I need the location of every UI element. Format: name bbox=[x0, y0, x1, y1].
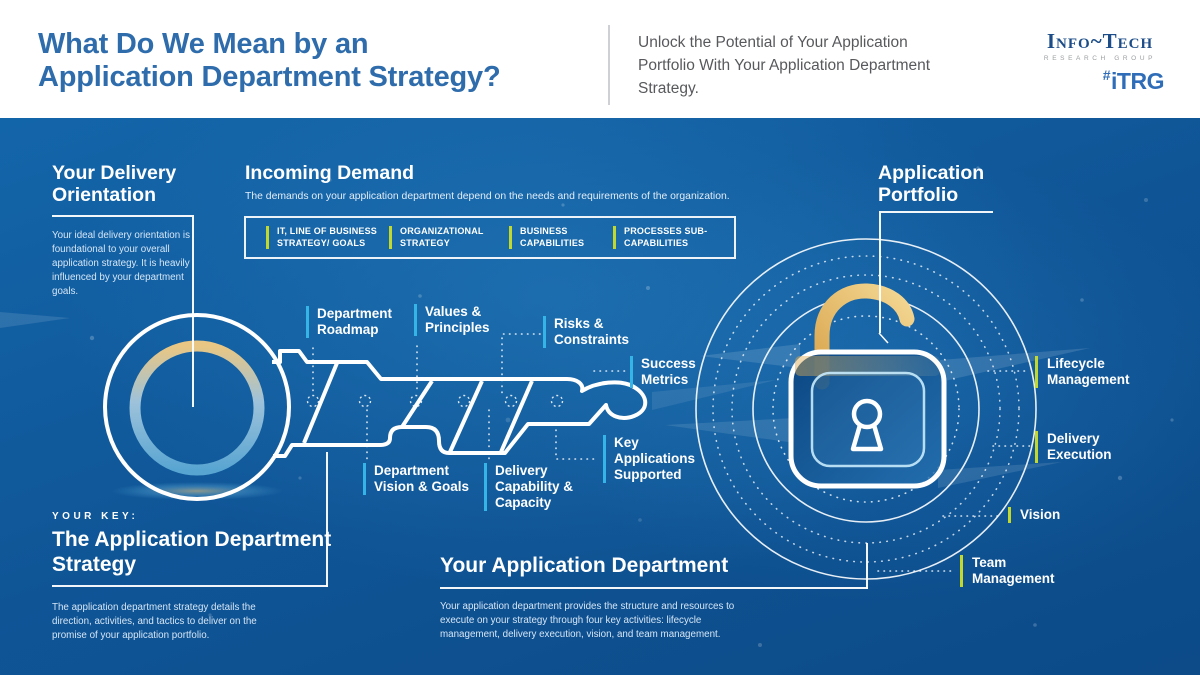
header-divider bbox=[608, 25, 610, 105]
key-label-connectors bbox=[312, 333, 627, 460]
label-delivery-execution: Delivery Execution bbox=[1035, 431, 1125, 463]
incoming-demand-box: IT, LINE OF BUSINESS STRATEGY/ GOALS ORG… bbox=[244, 216, 736, 259]
label-lifecycle-management: Lifecycle Management bbox=[1035, 356, 1135, 388]
label-key-applications-supported: Key Applications Supported bbox=[603, 435, 708, 483]
delivery-orientation-body: Your ideal delivery orientation is found… bbox=[52, 230, 190, 297]
key-node-markers bbox=[306, 394, 564, 408]
delivery-orientation-title: Your Delivery Orientation bbox=[52, 162, 177, 206]
application-department-body: Your application department provides the… bbox=[440, 601, 735, 640]
demand-item-organizational-strategy: ORGANIZATIONAL STRATEGY bbox=[389, 226, 494, 250]
padlock-illustration bbox=[695, 238, 1037, 580]
application-department-title: Your Application Department bbox=[440, 554, 729, 577]
application-department-underline bbox=[440, 587, 868, 589]
application-portfolio-connector bbox=[879, 211, 993, 333]
label-delivery-capability-capacity: Delivery Capability & Capacity bbox=[484, 463, 576, 511]
company-logo: Info~Tech RESEARCH GROUP #iTRG bbox=[1032, 29, 1168, 95]
page-title: What Do We Mean by an Application Depart… bbox=[38, 28, 501, 94]
padlock-gold-band bbox=[795, 356, 940, 376]
demand-item-it-strategy: IT, LINE OF BUSINESS STRATEGY/ GOALS bbox=[266, 226, 396, 250]
header: What Do We Mean by an Application Depart… bbox=[0, 0, 1200, 118]
page-subtitle: Unlock the Potential of Your Application… bbox=[638, 34, 931, 97]
logo-tagline: RESEARCH GROUP bbox=[1043, 55, 1157, 62]
portfolio-pointer-tick bbox=[878, 332, 889, 344]
label-success-metrics: Success Metrics bbox=[630, 356, 710, 388]
label-department-vision-goals: Department Vision & Goals bbox=[363, 463, 488, 495]
key-inner-ring bbox=[129, 340, 265, 476]
key-illustration bbox=[103, 313, 648, 501]
light-beams bbox=[0, 312, 1090, 488]
incoming-demand-subtitle: The demands on your application departme… bbox=[245, 191, 730, 202]
sparkle-dots bbox=[89, 166, 1174, 647]
key-strategy-connector bbox=[326, 452, 328, 587]
key-bow-circle bbox=[103, 313, 291, 501]
label-department-roadmap: Department Roadmap bbox=[306, 306, 411, 338]
padlock-inner-frame bbox=[810, 371, 926, 468]
application-department-connector bbox=[866, 543, 868, 589]
logo-badge: #iTRG bbox=[1102, 67, 1165, 94]
demand-item-business-capabilities: BUSINESS CAPABILITIES bbox=[509, 226, 599, 250]
application-portfolio-title: Application Portfolio bbox=[878, 162, 985, 206]
activity-connectors bbox=[877, 370, 1031, 572]
label-values-principles: Values & Principles bbox=[414, 304, 514, 336]
label-team-management: Team Management bbox=[960, 555, 1065, 587]
logo-brand-text: Info~Tech bbox=[1046, 29, 1154, 53]
keyhole-icon bbox=[850, 398, 884, 452]
key-strategy-title: The Application Department Strategy bbox=[52, 528, 332, 576]
demand-item-processes: PROCESSES SUB-CAPABILITIES bbox=[613, 226, 723, 250]
key-blade bbox=[272, 349, 648, 458]
padlock-body bbox=[788, 349, 947, 489]
delivery-orientation-connector bbox=[52, 215, 194, 407]
padlock-shackle bbox=[814, 283, 915, 390]
key-strategy-body: The application department strategy deta… bbox=[52, 602, 257, 641]
key-strategy-underline bbox=[52, 585, 328, 587]
incoming-demand-title: Incoming Demand bbox=[245, 162, 415, 184]
key-blade-segments bbox=[302, 362, 534, 453]
label-vision: Vision bbox=[1008, 507, 1068, 523]
your-key-eyebrow: YOUR KEY: bbox=[52, 511, 139, 522]
label-risks-constraints: Risks & Constraints bbox=[543, 316, 653, 348]
